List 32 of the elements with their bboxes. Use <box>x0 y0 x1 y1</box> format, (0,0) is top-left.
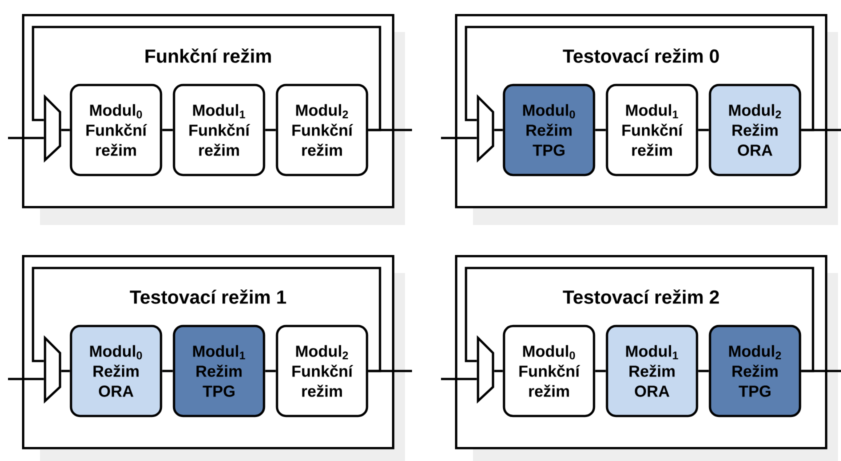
module-box: Modul$_{1}$ Režim ORA <box>606 324 698 418</box>
module-box: Modul$_{1}$ Funkční režim <box>606 84 698 176</box>
module-box: Modul$_{2}$ Funkční režim <box>276 84 368 176</box>
connector-line <box>32 266 382 372</box>
connector-line <box>441 378 477 380</box>
connector-line <box>464 26 814 132</box>
connector-line <box>61 370 70 372</box>
connector-line <box>698 370 709 372</box>
module-box: Modul$_{0}$ Režim TPG <box>502 84 596 176</box>
connector-line <box>698 128 709 132</box>
connector-line <box>162 370 173 372</box>
module-box: Modul$_{2}$ Režim ORA <box>708 84 802 176</box>
connector-line <box>265 370 276 372</box>
connector-line <box>8 136 44 140</box>
connector-line <box>494 370 503 372</box>
connector-line <box>61 128 70 132</box>
module-box: Modul$_{2}$ Režim TPG <box>708 324 802 418</box>
module-box: Modul$_{0}$ Funkční režim <box>70 84 162 176</box>
module-box: Modul$_{2}$ Funkční režim <box>276 324 368 418</box>
module-box: Modul$_{0}$ Režim ORA <box>70 324 162 418</box>
module-box: Modul$_{0}$ Funkční režim <box>502 324 596 418</box>
connector-line <box>265 128 276 132</box>
module-box: Modul$_{1}$ Funkční režim <box>172 84 266 176</box>
connector-line <box>8 378 44 380</box>
connector-line <box>464 266 814 372</box>
connector-line <box>162 128 173 132</box>
connector-line <box>494 128 503 132</box>
module-box: Modul$_{1}$ Režim TPG <box>172 324 266 418</box>
connector-line <box>595 370 606 372</box>
connector-line <box>595 128 606 132</box>
connector-line <box>32 26 382 132</box>
connector-line <box>441 136 477 140</box>
